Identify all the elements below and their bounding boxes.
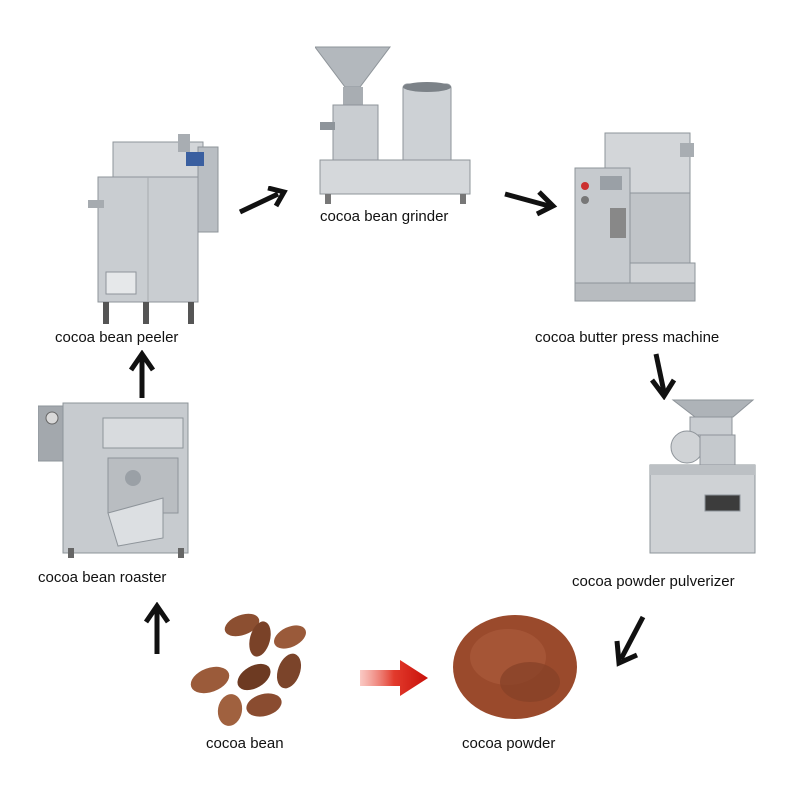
arrow-roaster-to-peeler [127, 350, 157, 400]
arrow-bean-to-powder [360, 658, 430, 698]
peeler-machine-icon [88, 122, 223, 332]
press-label: cocoa butter press machine [535, 329, 720, 346]
arrow-pulverizer-to-powder [613, 615, 648, 667]
grinder-label: cocoa bean grinder [320, 208, 449, 225]
grinder-machine-icon [315, 42, 475, 207]
peeler-label: cocoa bean peeler [55, 329, 179, 346]
arrow-press-to-pulverizer [648, 352, 678, 400]
arrow-bean-to-roaster [142, 602, 172, 657]
beans-icon [182, 605, 322, 730]
bean-label: cocoa bean [206, 735, 284, 752]
arrow-peeler-to-grinder [238, 186, 288, 216]
pulverizer-label: cocoa powder pulverizer [572, 573, 735, 590]
powder-label: cocoa powder [462, 735, 556, 752]
roaster-machine-icon [38, 398, 193, 558]
press-machine-icon [570, 128, 700, 323]
arrow-grinder-to-press [503, 188, 558, 218]
roaster-label: cocoa bean roaster [38, 569, 167, 586]
powder-pile-icon [450, 612, 580, 722]
pulverizer-machine-icon [645, 395, 760, 560]
